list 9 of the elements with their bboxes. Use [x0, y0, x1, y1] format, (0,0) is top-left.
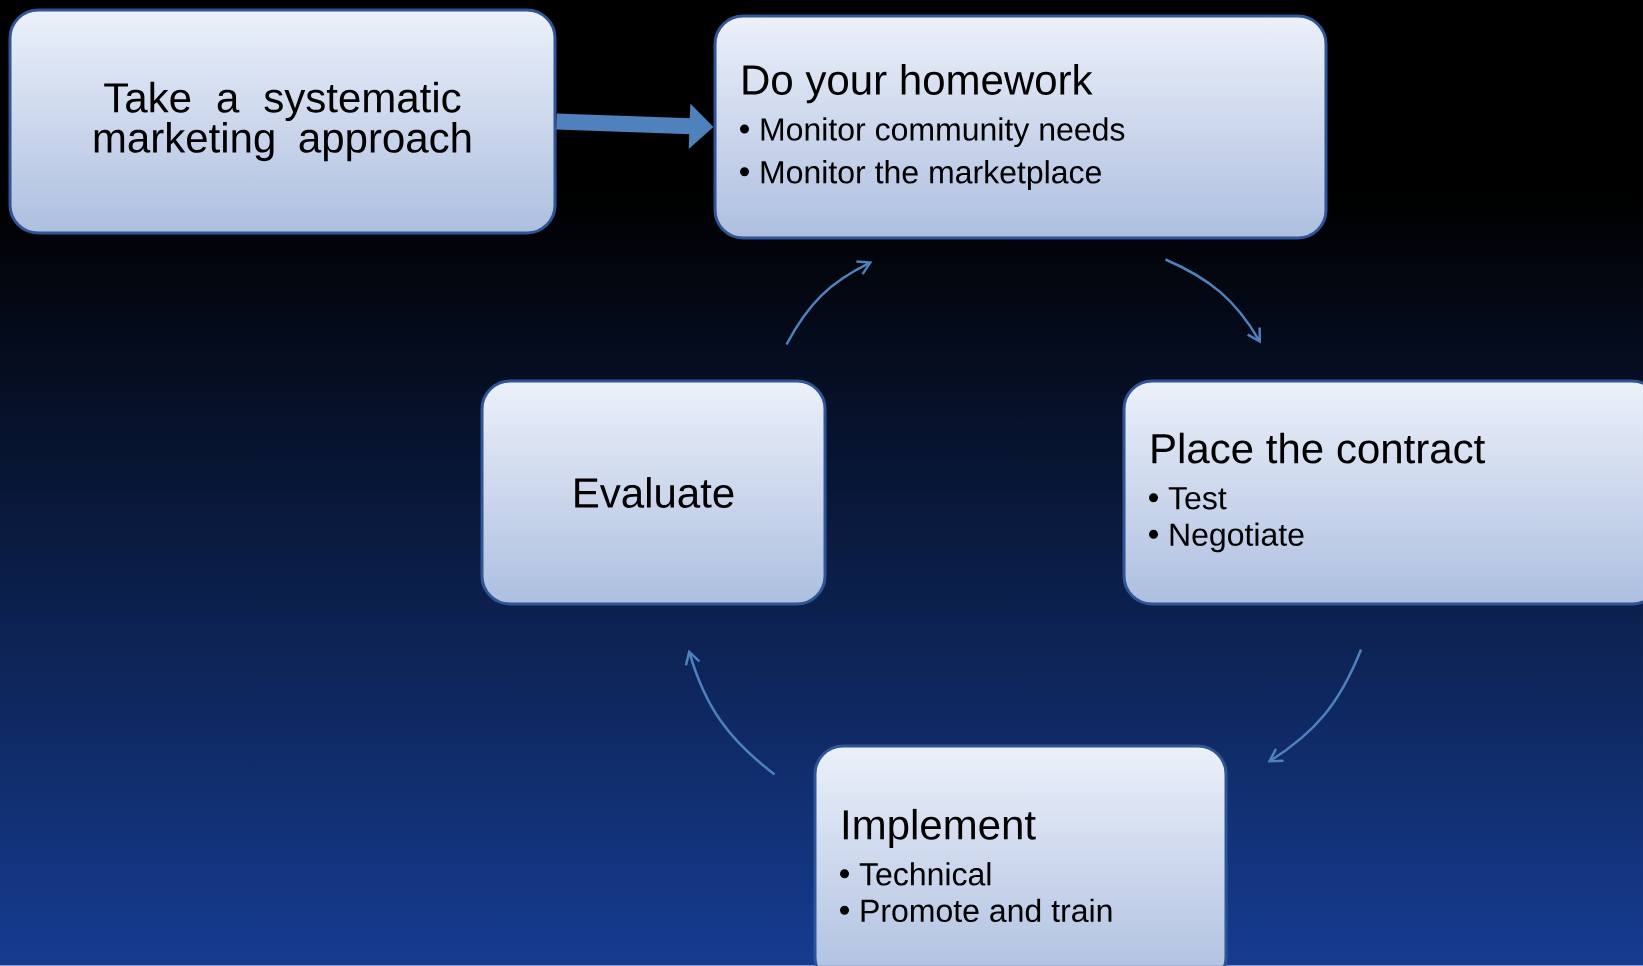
curved-arrow	[684, 649, 776, 776]
curved-arrow	[1165, 258, 1261, 344]
process-box: Place the contract Test Negotiate	[1122, 379, 1643, 606]
process-box: Evaluate	[480, 379, 827, 606]
curved-arrow	[1267, 649, 1363, 763]
process-box: Implement Technical Promote and train	[813, 744, 1228, 966]
curved-arrow	[785, 260, 873, 346]
process-box: Do your homework Monitor community needs Monitor the marketplace	[713, 14, 1328, 240]
process-box: Take a systematic marketing approach	[8, 8, 557, 235]
